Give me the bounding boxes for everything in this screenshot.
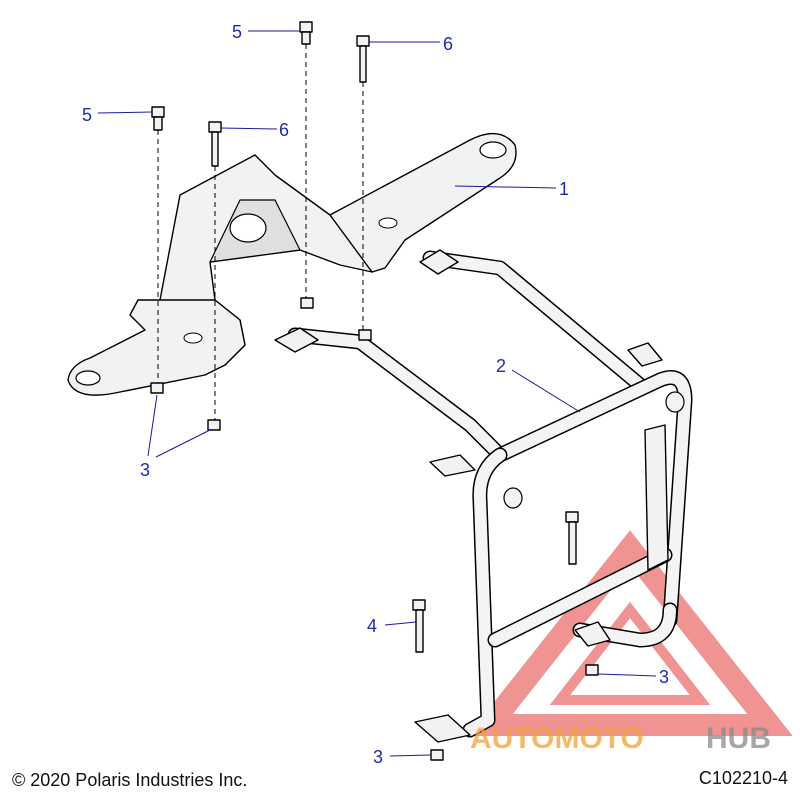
callout-3-right: 3 (659, 667, 669, 687)
bolt-5-left (151, 106, 165, 131)
callout-5-left: 5 (82, 105, 92, 125)
callout-3-left: 3 (140, 460, 150, 480)
watermark-logo (467, 530, 793, 736)
callout-2: 2 (496, 356, 506, 376)
tubular-frame (274, 249, 693, 743)
bolt-6-left (208, 121, 222, 167)
callout-4: 4 (367, 616, 377, 636)
nut-3-left-b (207, 419, 221, 431)
nut-3-right (585, 664, 599, 676)
nut-3-left-a (150, 382, 164, 394)
callout-labels: 5 6 5 6 1 2 3 4 3 3 (82, 22, 669, 767)
callout-6-top: 6 (443, 34, 453, 54)
bolt-frame-center (565, 511, 579, 565)
nut-under-bracket-center (358, 329, 372, 341)
callout-1: 1 (559, 179, 569, 199)
nut-3-bottom (430, 749, 444, 761)
callout-6-left: 6 (279, 120, 289, 140)
figure-id: C102210-4 (698, 768, 788, 788)
fasteners (150, 21, 599, 761)
copyright-notice: © 2020 Polaris Industries Inc. (12, 770, 248, 790)
watermark-text-automoto: AUTOMOTO (470, 722, 644, 755)
bolt-5-upper (299, 21, 313, 45)
bolt-6-upper (356, 35, 370, 83)
watermark-text: AUTOMOTO HUB (470, 722, 771, 755)
watermark-text-hub: HUB (706, 722, 771, 755)
upper-mount-bracket (67, 132, 517, 396)
callout-3-bottom: 3 (373, 747, 383, 767)
leader-lines (97, 30, 657, 757)
nut-under-bracket-right (300, 297, 314, 309)
bolt-4 (412, 599, 426, 653)
assembly-lines (157, 44, 364, 420)
callout-5-top: 5 (232, 22, 242, 42)
